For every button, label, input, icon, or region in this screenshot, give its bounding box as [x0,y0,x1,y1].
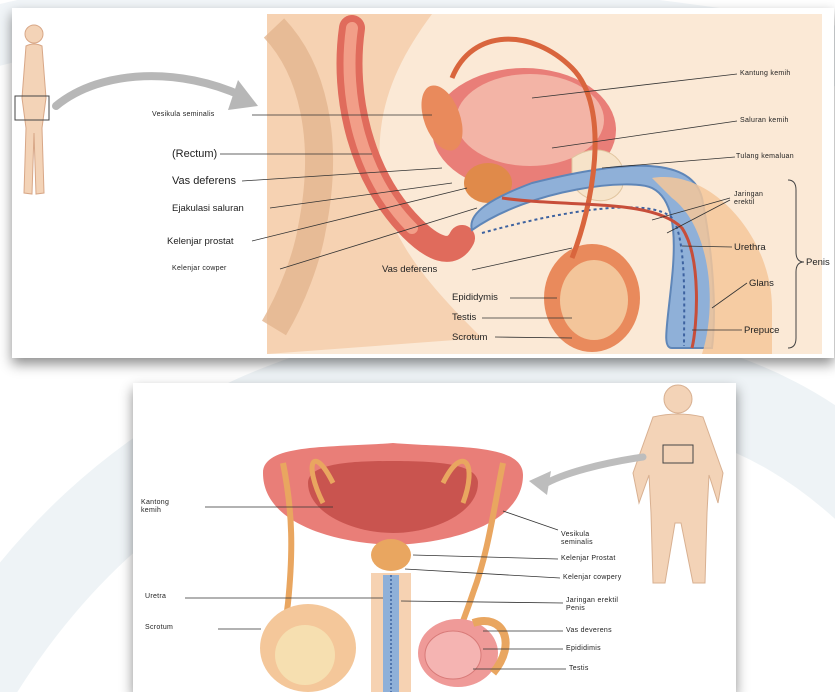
label-epididimis: Epididimis [566,645,601,653]
label-vas-deferens-bottom: Vas deferens [382,264,437,275]
label-vesikula-seminalis-front: Vesikula seminalis [561,531,593,547]
label-scrotum-front: Scrotum [145,624,173,632]
label-epididymis: Epididymis [452,292,498,303]
label-jaringan-erektil-penis: Jaringan erektil Penis [566,597,618,613]
label-kelenjar-prostat-front: Kelenjar Prostat [561,555,616,563]
label-vesikula-seminalis: Vesikula seminalis [152,111,215,119]
label-jaringan-erektil: Jaringan erektil [734,191,763,207]
sagittal-illustration [12,8,834,358]
human-silhouette-front [633,385,723,583]
frontal-anatomy-panel: Kantong kemih Uretra Scrotum Vesikula se… [133,383,736,692]
label-kelenjar-cowper: Kelenjar cowper [172,265,227,273]
zoom-arrow-front [543,457,643,485]
sagittal-anatomy-panel: Vesikula seminalis (Rectum) Vas deferens… [12,8,834,358]
label-vas-deverens: Vas deverens [566,627,612,635]
label-penis: Penis [806,257,830,268]
label-prepuce: Prepuce [744,325,779,336]
human-silhouette-side [22,25,46,194]
label-saluran-kemih: Saluran kemih [740,117,789,125]
label-urethra: Urethra [734,242,766,253]
frontal-illustration [133,383,736,692]
label-testis: Testis [452,312,476,323]
label-uretra: Uretra [145,593,166,601]
label-kantung-kemih: Kantung kemih [740,70,791,78]
label-testis-front: Testis [569,665,589,673]
label-ejakulasi-saluran: Ejakulasi saluran [172,203,244,214]
label-glans: Glans [749,278,774,289]
label-kantong-kemih: Kantong kemih [141,499,169,515]
label-rectum: (Rectum) [172,148,217,160]
label-vas-deferens-left: Vas deferens [172,175,236,187]
label-scrotum: Scrotum [452,332,487,343]
label-tulang-kemaluan: Tulang kemaluan [736,153,794,161]
zoom-arrow [56,76,242,106]
label-kelenjar-prostat: Kelenjar prostat [167,236,234,247]
label-kelenjar-cowpery: Kelenjar cowpery [563,574,622,582]
